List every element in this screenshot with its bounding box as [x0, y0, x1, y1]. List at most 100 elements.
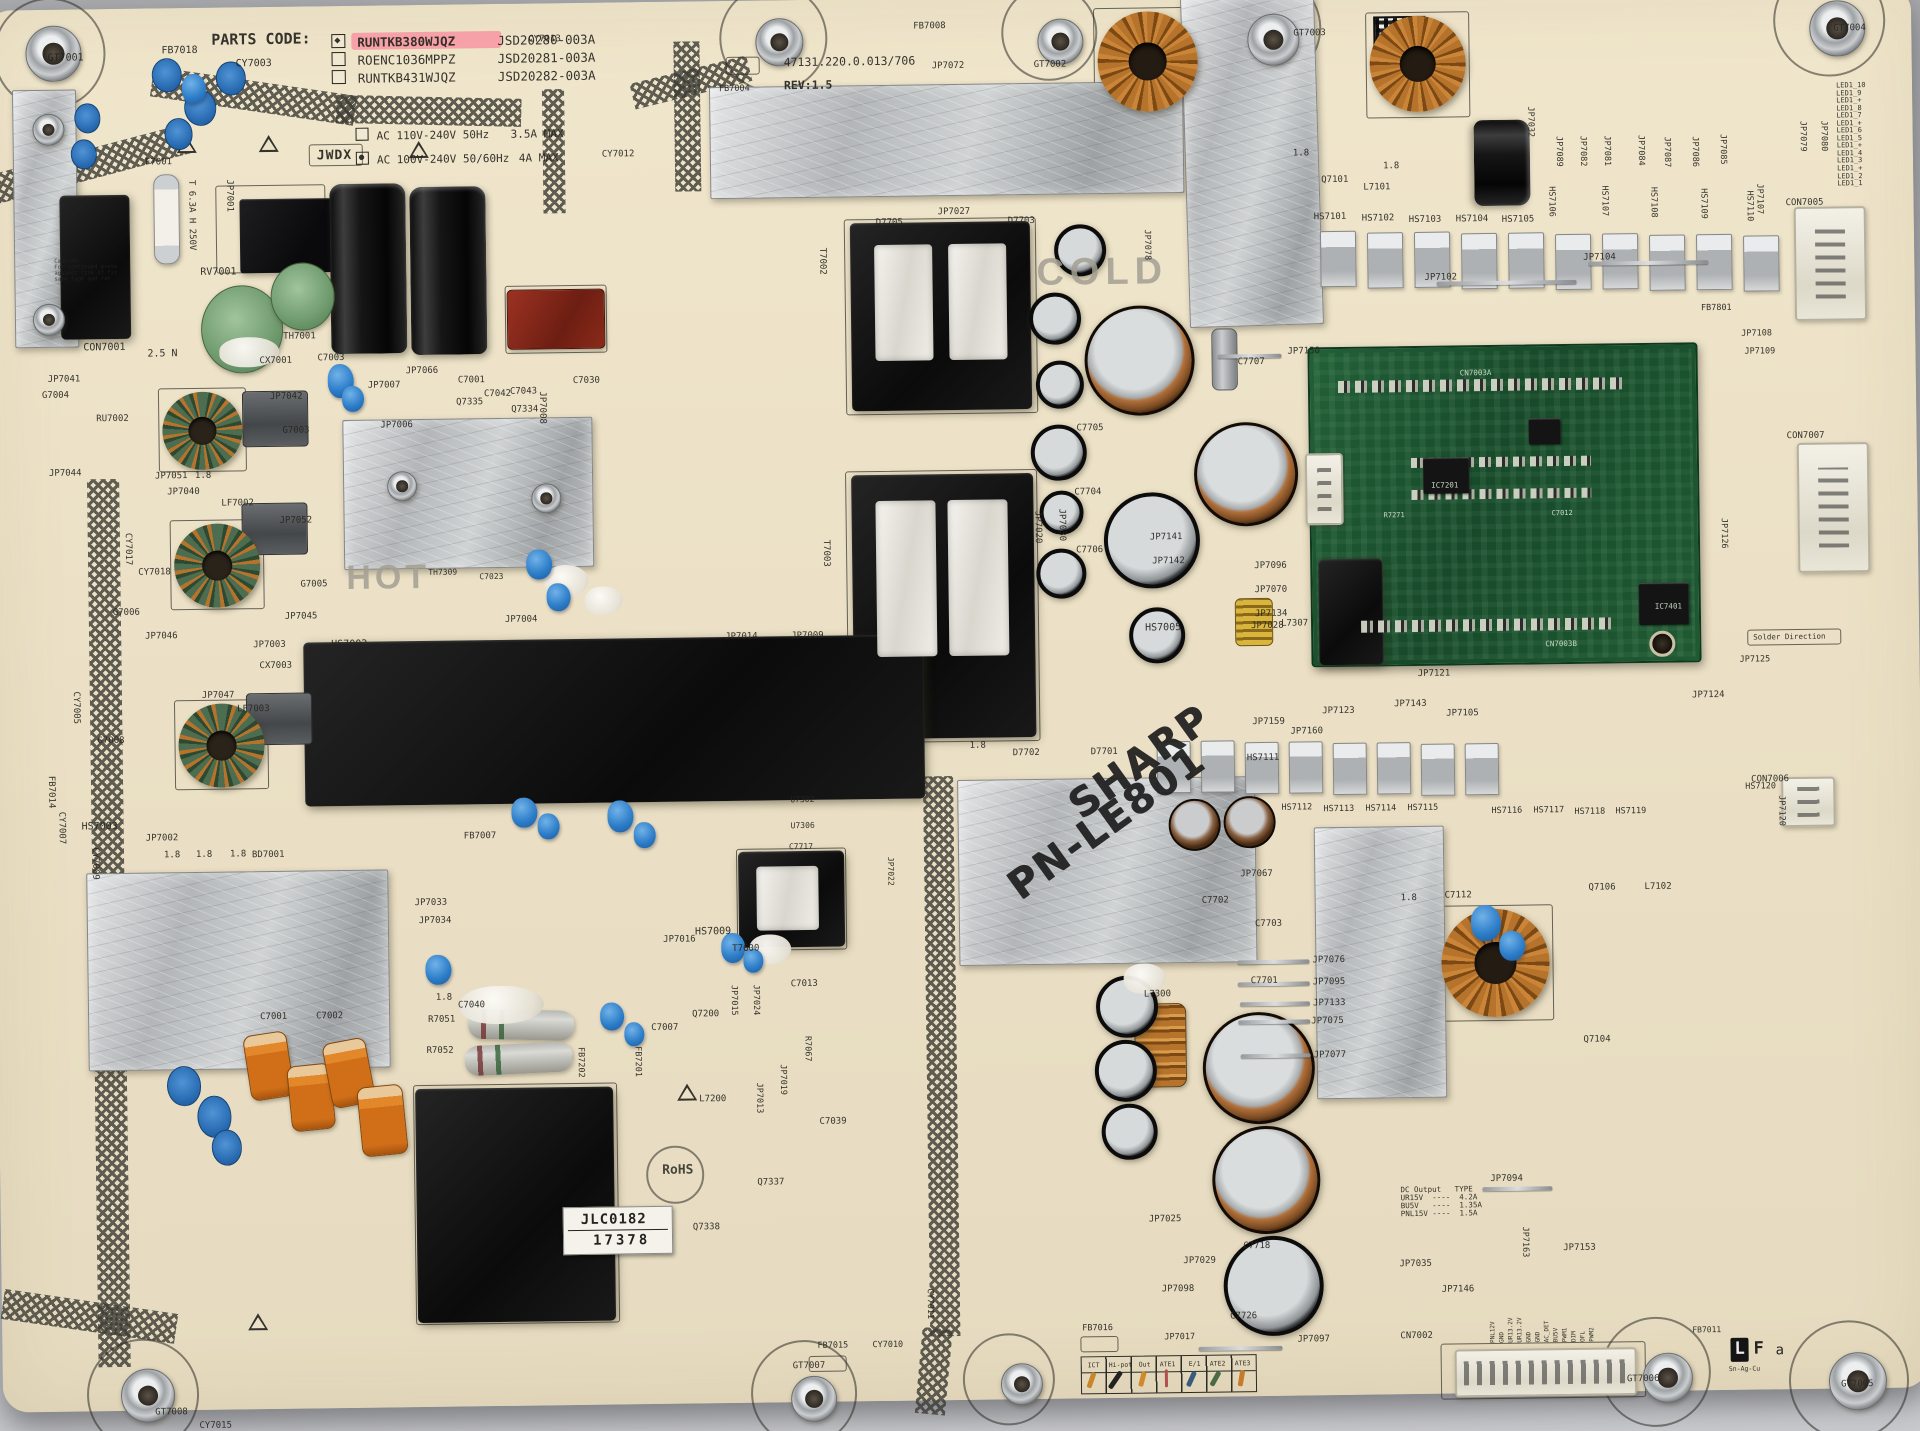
silkscreen-label: GT7008: [155, 1407, 188, 1418]
disc: [151, 58, 182, 93]
silkscreen-label: L7101: [1363, 182, 1391, 193]
silkscreen-label: HS7112: [1281, 802, 1313, 813]
silkscreen-label: 1.8: [969, 740, 986, 751]
silkscreen-label: JP7001: [224, 179, 235, 213]
silkscreen-label: T7002: [817, 247, 828, 275]
blob: [425, 954, 452, 985]
silkscreen-label: 4A MAX: [518, 151, 559, 165]
silkscreen-label: JP7105: [1446, 708, 1479, 719]
tab: [1332, 742, 1368, 796]
silkscreen-label: AC 100V-240V 50/60Hz: [376, 151, 510, 167]
silkscreen-label: CX7003: [259, 660, 293, 672]
parts-checkbox-3: [331, 69, 346, 85]
silkscreen-label: PARTS CODE:: [211, 29, 311, 49]
silkscreen-label: JSD20282-003A: [497, 67, 596, 84]
silkscreen-label: 3.5A MAX: [510, 127, 564, 141]
silkscreen-label: JP7044: [48, 468, 82, 479]
silkscreen-label: Solder Direction: [1753, 631, 1826, 642]
silkscreen-label: JP7014: [725, 631, 758, 643]
silkscreen-label: Sn-Ag-Cu: [1728, 1364, 1761, 1373]
blob: [511, 797, 538, 828]
silkscreen-label: RoHS: [662, 1162, 694, 1178]
silkscreen-label: D7702: [1012, 747, 1040, 759]
silkscreen-label: R7051: [428, 1014, 456, 1025]
silkscreen-label: FB7007: [463, 831, 497, 842]
silkscreen-label: RU7002: [96, 413, 129, 425]
silkscreen-label: F: [1753, 1338, 1764, 1359]
silkscreen-label: JP7030: [1056, 508, 1067, 542]
ic: [1528, 418, 1561, 445]
silkscreen-label: ICT: [1087, 1361, 1100, 1370]
silkscreen-label: JP7159: [1252, 716, 1285, 728]
silkscreen-label: UR13.2V: [1516, 1317, 1524, 1343]
blob: [537, 813, 560, 840]
silkscreen-label: C7012: [1551, 508, 1573, 518]
parts-checkbox-2: [331, 51, 346, 67]
silkscreen-label: JP7094: [1490, 1173, 1523, 1185]
silkscreen-label: R7067: [802, 1035, 813, 1062]
silkscreen-label: C7007: [651, 1022, 679, 1034]
silkscreen-label: BU5V: [1552, 1327, 1560, 1343]
silkscreen-label: Q7335: [456, 397, 484, 408]
silkscreen-label: JP7125: [1739, 654, 1771, 665]
silkscreen-label: JP7017: [1164, 1331, 1196, 1343]
silkscreen-label: HS7108: [1648, 186, 1659, 218]
silkscreen-label: JP7076: [1312, 954, 1346, 966]
silkscreen-label: JP7108: [1741, 328, 1773, 339]
silkscreen-label: D7705: [875, 217, 903, 229]
silkscreen-label: UR13.2V: [1507, 1317, 1515, 1343]
disc: [164, 117, 193, 151]
silkscreen-label: Q7101: [1321, 174, 1349, 186]
tab: [1376, 742, 1412, 795]
green-board-header: [1318, 558, 1384, 666]
blob: [546, 583, 571, 612]
silkscreen-label: JP7089: [1553, 136, 1565, 167]
silkscreen-label: ATE3: [1234, 1359, 1251, 1368]
silkscreen-label: JP7025: [1148, 1214, 1182, 1225]
silkscreen-label: CY7005: [70, 691, 82, 725]
silkscreen-label: TH7309: [428, 567, 458, 577]
silkscreen-label: JP7007: [367, 380, 401, 391]
silkscreen-label: HS7005: [1145, 622, 1182, 634]
silkscreen-label: CY7007: [56, 811, 67, 845]
tri: [247, 1313, 269, 1331]
hatch: [923, 776, 961, 1337]
silkscreen-label: LF7003: [237, 703, 270, 715]
silkscreen-label: CY7017: [122, 532, 134, 566]
silkscreen-label: HS7003: [81, 820, 118, 833]
silkscreen-label: JP7077: [1313, 1049, 1347, 1061]
silkscreen-label: JP7035: [1399, 1258, 1433, 1270]
blob: [1499, 930, 1526, 961]
silkscreen-label: JP7102: [1424, 272, 1458, 283]
silkscreen-label: JP7003: [253, 639, 286, 651]
silkscreen-label: 1.8: [163, 850, 181, 861]
silkscreen-label: JP7078: [1141, 229, 1153, 261]
silkscreen-label: Q7200: [692, 1009, 720, 1020]
tri: [258, 134, 279, 153]
silkscreen-label: GT7002: [1033, 59, 1067, 70]
tape: [875, 500, 938, 658]
silkscreen-label: CY7011: [924, 1288, 936, 1320]
silkscreen-label: CY7009: [89, 847, 101, 880]
silkscreen-label: OFL: [1579, 1330, 1587, 1342]
silkscreen-label: C7717: [788, 841, 814, 852]
silkscreen-label: JP7095: [1312, 976, 1346, 988]
silkscreen-label: IC7401: [1654, 601, 1682, 611]
silkscreen-label: FB7014: [45, 775, 57, 809]
disc: [211, 1129, 243, 1166]
silkscreen-label: CY7010: [872, 1339, 904, 1351]
silkscreen-label: 1.8: [1400, 892, 1417, 904]
capside: [1473, 119, 1531, 207]
silkscreen-label: L7307: [1280, 618, 1309, 629]
silkscreen-label: JP7086: [1689, 136, 1701, 168]
silkscreen-label: JP7020: [1032, 510, 1043, 544]
silkscreen-label: JP7087: [1661, 136, 1673, 168]
silkscreen-label: HS7116: [1491, 805, 1523, 817]
silkscreen-label: C7030: [572, 375, 600, 387]
silkscreen-label: 1.8: [435, 992, 453, 1003]
hatch: [335, 94, 522, 127]
silkscreen-label: JP7109: [1744, 346, 1776, 357]
silkscreen-label: HS7109: [1698, 188, 1709, 219]
silkscreen-label: JP7084: [1635, 134, 1647, 166]
